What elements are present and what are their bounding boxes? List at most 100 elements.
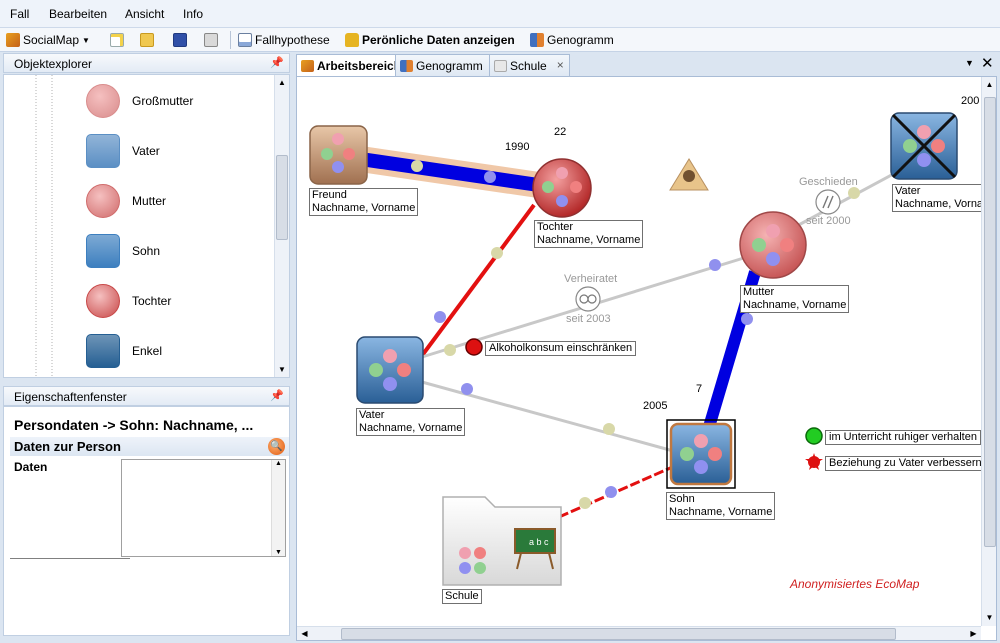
fallhypothese-label: Fallhypothese [255,33,330,47]
node-freund[interactable] [309,125,368,185]
socialmap-dropdown[interactable]: SocialMap ▼ [6,32,90,48]
persoenliche-daten-button[interactable]: Perönliche Daten anzeigen [345,32,515,48]
explorer-item-label: Mutter [132,194,167,208]
daten-field[interactable]: ▲ ▼ [121,459,286,557]
count-22: 22 [554,126,567,138]
scroll-up-arrow[interactable]: ▲ [985,80,994,89]
menu-info[interactable]: Info [183,7,204,21]
node-sohn[interactable] [666,419,736,489]
genogram-icon [400,60,413,72]
genogramm-button[interactable]: Genogramm [530,32,614,48]
explorer-scrollbar[interactable]: ▲ ▼ [274,75,289,377]
node-schule[interactable]: a b c [442,496,562,586]
year-1990: 1990 [505,141,530,153]
genogram-icon [530,33,544,47]
node-tochter[interactable] [532,158,592,218]
lock-icon [345,33,359,47]
tab-arbeitsbereich[interactable]: Arbeitsbereich [296,54,411,77]
status-beziehung: Beziehung zu Vater verbessern [825,456,986,471]
watermark: Anonymisiertes EcoMap [790,577,920,591]
relation-vater-sohn[interactable] [421,380,678,454]
explorer-item-label: Großmutter [132,94,194,108]
new-file-icon [110,33,124,47]
toolbar: SocialMap ▼ Fallhypothese Perönliche Dat… [0,28,1000,52]
close-tab-icon[interactable]: × [556,58,564,72]
explorer-item[interactable]: Mutter [86,183,276,219]
explorer-item[interactable]: Sohn [86,233,276,269]
node-vater-top[interactable] [890,112,958,180]
explorer-item[interactable]: Tochter [86,283,276,319]
ecomap-graph: a b c [309,112,958,586]
socialmap-label: SocialMap [23,33,80,47]
relation-freund-tochter[interactable] [345,144,561,201]
explorer-item[interactable]: Enkel [86,333,276,369]
save-icon [173,33,187,47]
socialmap-icon [6,33,20,47]
tab-strip: Arbeitsbereich Genogramm Schule × ▼ ✕ [293,52,1000,77]
objektexplorer-header: Objektexplorer 📌 [3,53,290,73]
chevron-down-icon[interactable]: ▼ [965,58,974,68]
scroll-thumb[interactable] [341,628,896,640]
chevron-down-icon: ▼ [82,35,90,45]
pin-icon[interactable]: 📌 [270,390,284,402]
status-alkohol: Alkoholkonsum einschränken [485,341,637,356]
new-button[interactable] [110,32,124,48]
menu-bearbeiten[interactable]: Bearbeiten [49,7,108,21]
canvas-vscrollbar[interactable]: ▲ ▼ [981,77,996,626]
explorer-item[interactable]: Großmutter [86,83,276,119]
node-vater[interactable] [356,336,424,404]
edit-document-icon [238,33,252,47]
status-marker-red[interactable] [465,338,483,356]
canvas-hscrollbar[interactable]: ◀ ▶ [297,626,981,640]
daten-label: Daten [14,460,48,474]
explorer-item[interactable]: Vater [86,133,276,169]
male-person-icon [86,234,120,268]
tree-lines [35,75,53,377]
print-button[interactable] [204,32,218,48]
save-button[interactable] [173,32,187,48]
scroll-up-arrow[interactable]: ▲ [278,78,286,87]
scroll-left-arrow[interactable]: ◀ [301,629,308,638]
open-button[interactable] [140,32,154,48]
eigenschaften-panel: Persondaten -> Sohn: Nachname, ... Daten… [3,406,290,636]
geschieden-label: Geschieden [799,176,858,188]
scroll-down-arrow[interactable]: ▼ [278,365,286,374]
menu-fall[interactable]: Fall [10,7,30,21]
year-2005: 2005 [643,400,668,412]
relation-schule-sohn[interactable] [558,463,678,519]
scroll-right-arrow[interactable]: ▶ [970,629,977,638]
scroll-thumb[interactable] [984,97,996,547]
status-ruhiger: im Unterricht ruhiger verhalten [825,430,981,445]
genogramm-label: Genogramm [547,33,614,47]
baby-icon[interactable] [669,158,709,191]
tab-schule[interactable]: Schule × [489,54,570,76]
search-icon[interactable]: 🔍 [268,438,285,455]
close-icon[interactable]: ✕ [981,55,994,72]
toolbar-separator [230,31,231,49]
scroll-down-arrow[interactable]: ▼ [985,613,994,622]
properties-heading: Persondaten -> Sohn: Nachname, ... [14,417,254,433]
relation-tochter-vater[interactable] [410,203,536,371]
count-7: 7 [696,383,703,395]
status-marker-star[interactable] [805,453,823,470]
node-mutter[interactable] [739,211,807,279]
daten-scrollbar[interactable]: ▲ ▼ [271,460,285,556]
work-area: Arbeitsbereich Genogramm Schule × ▼ ✕ [293,52,1000,643]
arbeitsbereich-icon [301,60,314,72]
verheiratet-label: Verheiratet [564,273,618,285]
tab-genogramm[interactable]: Genogramm [395,54,492,76]
male-person-icon [86,334,120,368]
fallhypothese-button[interactable]: Fallhypothese [238,32,330,48]
scroll-thumb[interactable] [276,155,288,240]
menu-ansicht[interactable]: Ansicht [125,7,165,21]
properties-section: Daten zur Person 🔍 [10,437,289,456]
pin-icon[interactable]: 📌 [270,57,284,69]
status-marker-green[interactable] [805,427,823,445]
